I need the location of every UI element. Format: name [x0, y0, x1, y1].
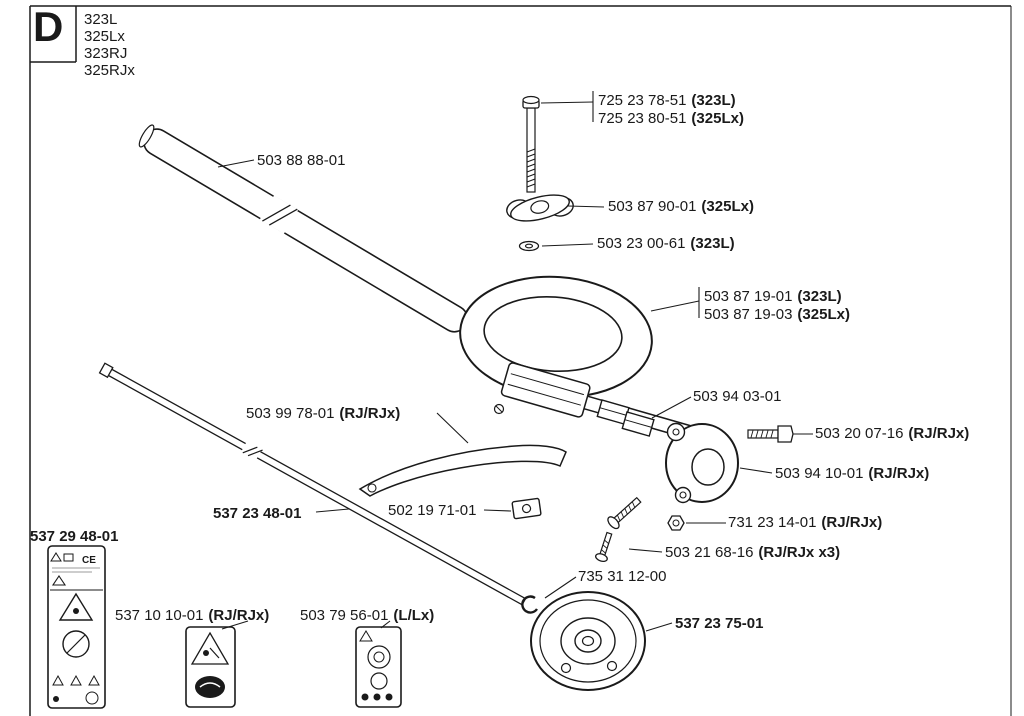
page-frame	[29, 5, 1012, 716]
decal-l-drawing	[355, 626, 402, 708]
clamp-half-drawing	[596, 399, 655, 437]
support-bracket-drawing	[665, 422, 739, 504]
model-item: 323RJ	[84, 45, 128, 62]
clamp-screw-drawing	[493, 403, 505, 415]
part-label-square-nut: 502 19 71-01	[388, 502, 477, 519]
part-label-wing-knob: 503 87 90-01(325Lx)	[608, 198, 754, 215]
handle-clamp-drawing	[500, 362, 591, 418]
part-label-washer: 503 23 00-61(323L)	[597, 235, 735, 252]
part-label-warning-decal: 537 29 48-01	[30, 528, 119, 545]
section-letter: D	[33, 3, 64, 50]
part-label-decal-l: 503 79 56-01(L/Lx)	[300, 607, 435, 624]
part-label-screw-set: 503 21 68-16(RJ/RJx x3)	[665, 544, 841, 561]
retainer-clip-drawing	[521, 595, 538, 614]
model-list: 323L 325Lx 323RJ 325RJx	[84, 11, 135, 79]
part-label-support-bracket: 503 94 10-01(RJ/RJx)	[775, 465, 930, 482]
handle-bolt-drawing	[522, 95, 540, 193]
part-label-loop-handle-325lx: 503 87 19-03(325Lx)	[704, 306, 850, 323]
part-label-handle-bolt-325lx: 725 23 80-51(325Lx)	[598, 110, 744, 127]
ce-mark-text: CE	[82, 555, 96, 566]
part-label-handle-bolt-323l: 725 23 78-51(323L)	[598, 92, 736, 109]
part-label-upper-tube: 503 88 88-01	[257, 152, 346, 169]
part-label-retainer-clip: 735 31 12-00	[578, 568, 667, 585]
model-item: 325Lx	[84, 28, 125, 45]
wing-knob-drawing	[506, 194, 574, 222]
screw-drawing-2	[595, 531, 613, 563]
part-label-drive-shaft: 537 23 48-01	[213, 505, 302, 522]
part-label-bracket-bolt: 503 20 07-16(RJ/RJx)	[815, 425, 970, 442]
warning-decal-drawing	[47, 545, 106, 709]
drive-shaft-drawing	[98, 362, 527, 606]
part-label-barrier-bar: 503 99 78-01(RJ/RJx)	[246, 405, 401, 422]
part-label-decal-rj: 537 10 10-01(RJ/RJx)	[115, 607, 270, 624]
square-nut-drawing	[511, 497, 542, 520]
part-label-support-cup: 537 23 75-01	[675, 615, 764, 632]
part-label-loop-handle-323l: 503 87 19-01(323L)	[704, 288, 842, 305]
part-label-clamp-half: 503 94 03-01	[693, 388, 782, 405]
part-label-lock-nut: 731 23 14-01(RJ/RJx)	[728, 514, 883, 531]
model-item: 325RJx	[84, 62, 135, 79]
model-item: 323L	[84, 11, 118, 28]
leader-lines	[217, 91, 813, 632]
washer-drawing	[518, 240, 540, 252]
decal-rj-drawing	[185, 626, 236, 708]
support-cup-drawing	[530, 591, 646, 691]
screw-drawing-1	[607, 496, 642, 530]
bracket-bolt-drawing	[747, 425, 794, 443]
barrier-bar-drawing	[358, 444, 567, 497]
lock-nut-drawing	[667, 515, 685, 531]
